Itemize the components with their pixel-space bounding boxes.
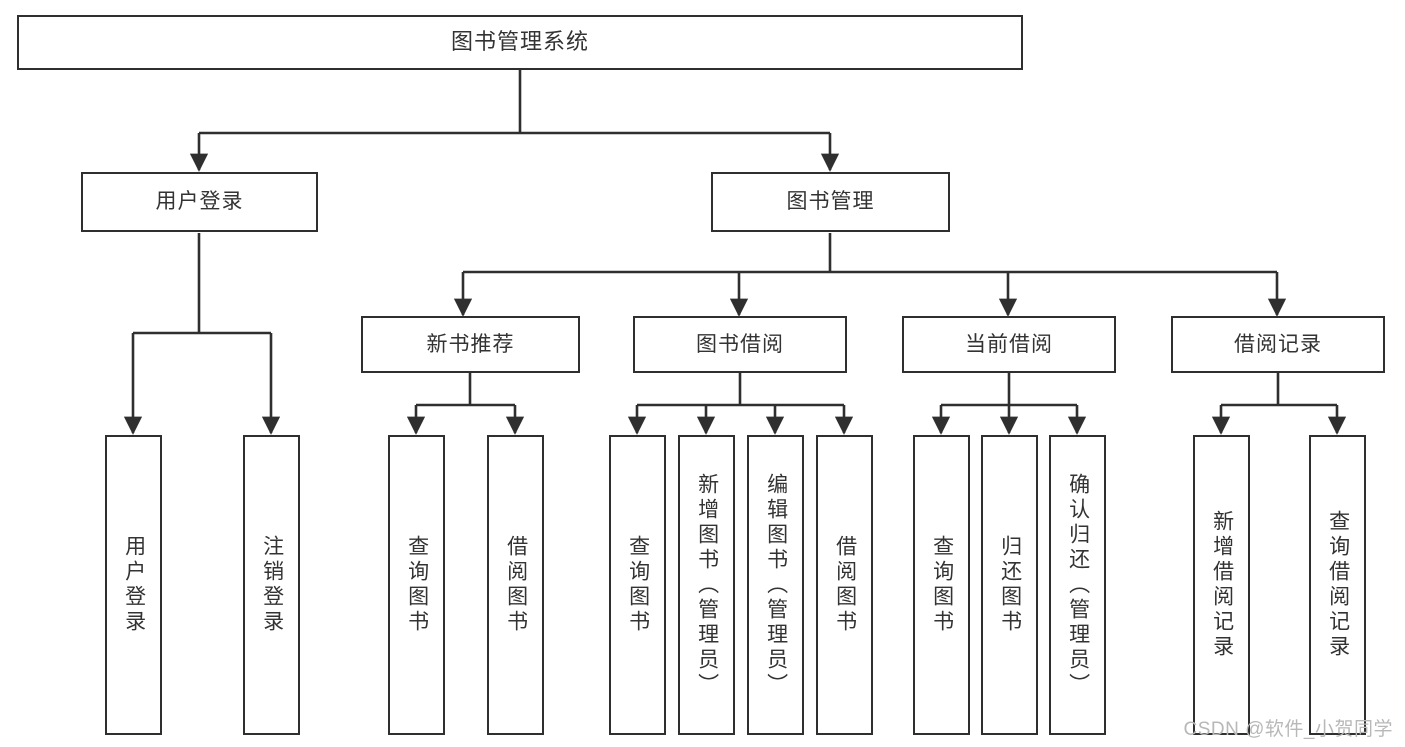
node-label: 图书管理 [786,190,875,214]
node-label: 查询图书 [626,535,650,635]
leaf-book-borrow-edit-book-admin[interactable]: 编辑图书（管理员） [747,435,804,735]
node-book-management[interactable]: 图书管理 [711,172,950,232]
node-label: 图书管理系统 [450,29,589,55]
leaf-borrow-record-add-record[interactable]: 新增借阅记录 [1193,435,1250,735]
leaf-book-borrow-query-book[interactable]: 查询图书 [609,435,666,735]
node-label: 确认归还（管理员） [1066,472,1090,698]
leaf-book-borrow-add-book-admin[interactable]: 新增图书（管理员） [678,435,735,735]
leaf-current-borrow-return-book[interactable]: 归还图书 [981,435,1038,735]
node-label: 借阅图书 [833,535,857,635]
leaf-user-login-login[interactable]: 用户登录 [105,435,162,735]
node-label: 查询图书 [405,535,429,635]
leaf-new-book-query-book[interactable]: 查询图书 [388,435,445,735]
node-label: 借阅图书 [504,535,528,635]
node-label: 用户登录 [122,535,146,635]
node-label: 注销登录 [260,535,284,635]
node-borrow-record[interactable]: 借阅记录 [1171,316,1385,373]
node-label: 新书推荐 [426,332,515,356]
node-label: 当前借阅 [965,332,1053,356]
node-new-book-recommend[interactable]: 新书推荐 [361,316,580,373]
leaf-book-borrow-borrow-book[interactable]: 借阅图书 [816,435,873,735]
node-label: 编辑图书（管理员） [764,472,788,698]
leaf-current-borrow-query-book[interactable]: 查询图书 [913,435,970,735]
leaf-user-login-logout[interactable]: 注销登录 [243,435,300,735]
node-root-book-management-system[interactable]: 图书管理系统 [17,15,1023,70]
node-label: 用户登录 [155,190,244,214]
node-label: 归还图书 [998,535,1022,635]
node-current-borrow[interactable]: 当前借阅 [902,316,1116,373]
leaf-borrow-record-query-record[interactable]: 查询借阅记录 [1309,435,1366,735]
node-label: 图书借阅 [696,332,784,356]
node-book-borrow[interactable]: 图书借阅 [633,316,847,373]
leaf-new-book-borrow-book[interactable]: 借阅图书 [487,435,544,735]
node-label: 查询图书 [930,535,954,635]
node-label: 新增图书（管理员） [695,472,719,698]
watermark-text: CSDN @软件_小贺同学 [1183,719,1393,740]
node-user-login[interactable]: 用户登录 [81,172,318,232]
node-label: 新增借阅记录 [1210,510,1234,660]
node-label: 查询借阅记录 [1326,510,1350,660]
leaf-current-borrow-confirm-return-admin[interactable]: 确认归还（管理员） [1049,435,1106,735]
node-label: 借阅记录 [1234,332,1322,356]
